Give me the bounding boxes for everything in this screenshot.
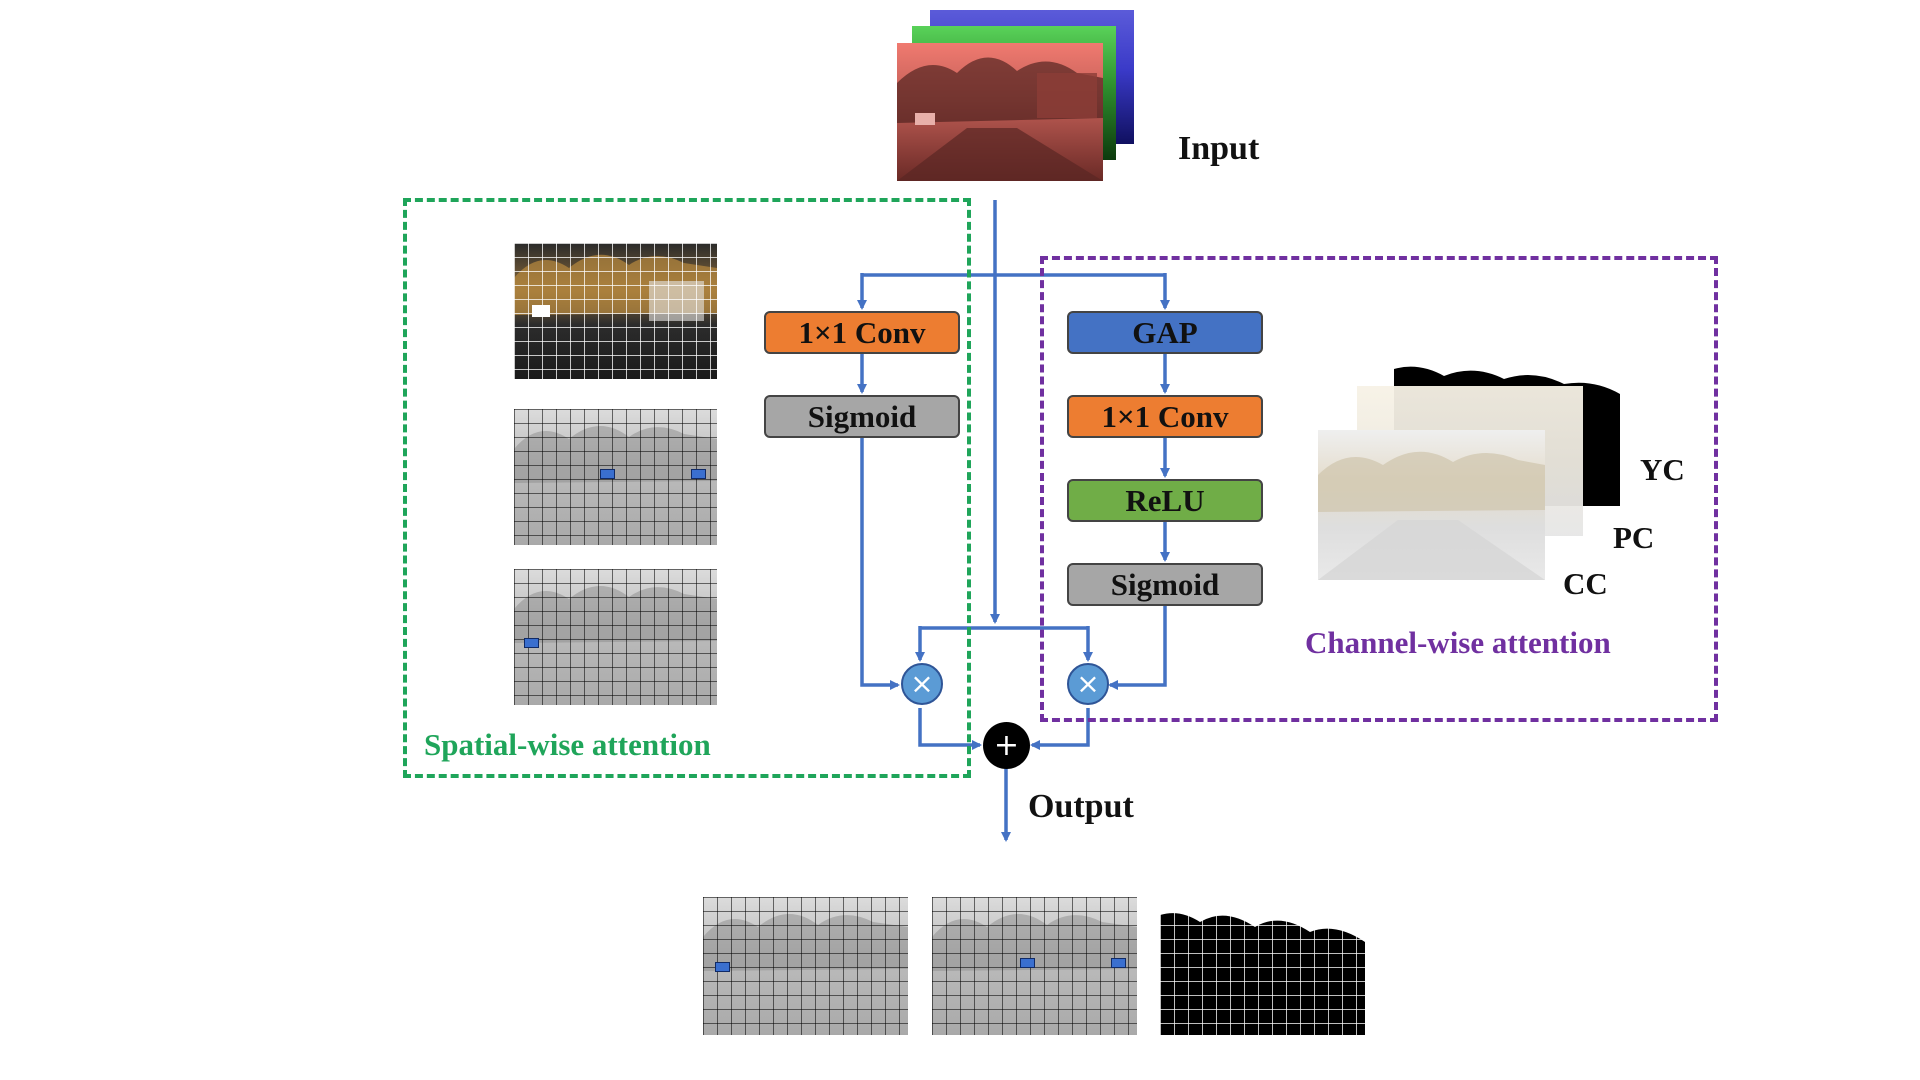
spatial-input-image (514, 243, 717, 379)
output-map-2-image (932, 897, 1137, 1035)
attention-marker (691, 469, 706, 479)
multiply-symbol: × (1076, 667, 1100, 700)
yc-label: YC (1640, 452, 1685, 487)
cc-channel-image (1318, 430, 1545, 580)
cc-label: CC (1563, 566, 1608, 601)
spatial-multiply-operator: × (901, 663, 943, 705)
attention-marker (600, 469, 615, 479)
pc-label: PC (1613, 520, 1655, 555)
spatial-sigmoid-block: Sigmoid (764, 395, 960, 438)
channel-sigmoid-block: Sigmoid (1067, 563, 1263, 606)
channel-multiply-operator: × (1067, 663, 1109, 705)
output-label: Output (1028, 788, 1134, 825)
attention-marker (524, 638, 539, 648)
multiply-symbol: × (910, 667, 934, 700)
channel-attention-label: Channel-wise attention (1305, 625, 1611, 660)
channel-gap-block: GAP (1067, 311, 1263, 354)
plus-symbol: + (993, 727, 1020, 763)
attention-marker (1020, 958, 1035, 968)
channel-relu-block: ReLU (1067, 479, 1263, 522)
spatial-attention-label: Spatial-wise attention (424, 727, 711, 762)
channel-attention-group (1040, 256, 1718, 722)
attention-marker (1111, 958, 1126, 968)
spatial-map-2-image (514, 569, 717, 705)
spatial-conv-block: 1×1 Conv (764, 311, 960, 354)
attention-marker (715, 962, 730, 972)
input-channel-r-image (897, 43, 1103, 181)
spatial-attention-group (403, 198, 971, 778)
add-operator: + (983, 722, 1030, 769)
output-map-3-image (1160, 897, 1365, 1035)
input-label: Input (1178, 130, 1260, 167)
output-map-1-image (703, 897, 908, 1035)
spatial-map-1-image (514, 409, 717, 545)
channel-conv-block: 1×1 Conv (1067, 395, 1263, 438)
